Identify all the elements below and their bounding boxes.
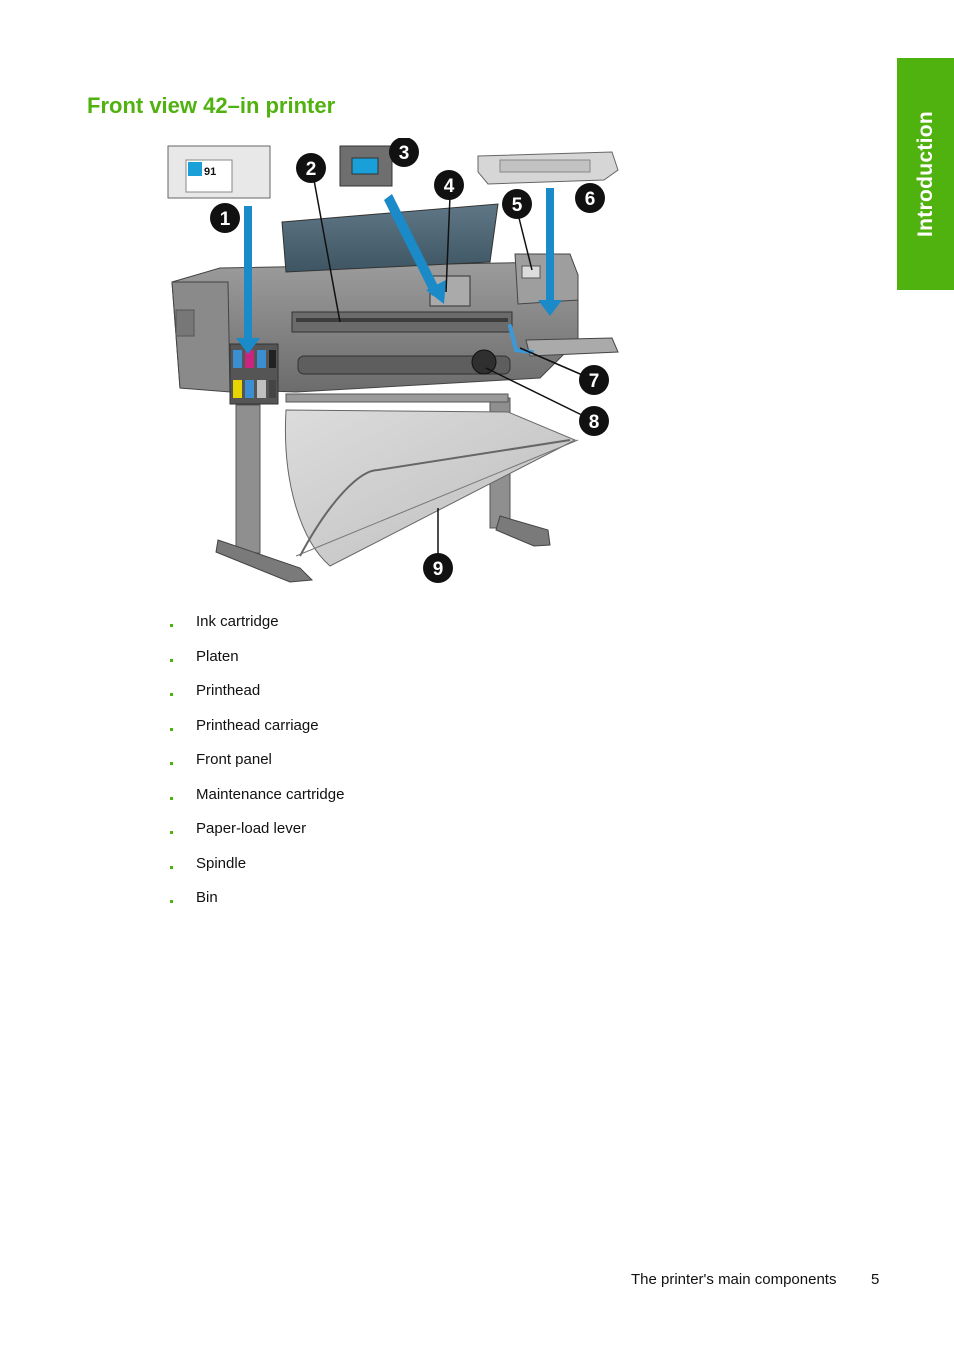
svg-text:3: 3 [399,143,410,164]
callout-5: 5 [502,189,532,219]
ink-cartridge-slots [229,343,279,405]
page-title: Front view 42–in printer [87,93,336,118]
legend-label: Platen [196,647,239,665]
bullet-icon [170,727,173,731]
bullet-icon [170,796,173,800]
callout-4: 4 [434,170,464,200]
callout-3: 3 [389,138,419,167]
legend-label: Bin [196,889,218,906]
maintenance-cartridge-illustration [477,151,619,185]
legend-label: Printhead carriage [196,716,319,734]
legend-label: Printhead [196,682,261,699]
callout-1: 1 [210,203,240,233]
bullet-icon [170,693,173,696]
section-side-tab[interactable]: Introduction [897,58,954,290]
page-number: 5 [871,1271,880,1288]
callout-7: 7 [579,365,609,395]
callout-6: 6 [575,183,605,213]
legend-label: Paper-load lever [196,820,307,837]
svg-text:5: 5 [512,195,523,216]
svg-text:4: 4 [444,176,455,197]
legend-label: Ink cartridge [196,613,279,630]
printer-front-view-illustration: 91 1 2 3 4 [167,138,619,583]
svg-text:8: 8 [589,412,600,433]
legend-label: Front panel [196,751,272,768]
paper-bin [284,409,579,567]
callout-2: 2 [296,153,326,183]
footer-section-title: The printer's main components [631,1271,837,1288]
cartridge-number: 91 [204,166,216,178]
legend-label: Spindle [196,854,247,872]
svg-text:9: 9 [433,559,444,580]
bullet-icon [170,900,173,903]
svg-text:1: 1 [220,209,231,230]
bullet-icon [170,762,173,765]
printhead-illustration [339,145,393,187]
bullet-icon [170,658,173,662]
printer-body [171,203,619,405]
bullet-icon [170,831,173,834]
bullet-icon [170,865,173,869]
callout-8: 8 [579,406,609,436]
ink-cartridge-illustration: 91 [167,145,271,199]
bullet-icon [170,624,173,627]
side-tab-label: Introduction [913,110,937,238]
svg-text:2: 2 [306,159,317,180]
svg-text:7: 7 [589,371,600,392]
legend-label: Maintenance cartridge [196,785,345,803]
callout-9: 9 [423,553,453,583]
svg-text:6: 6 [585,189,596,210]
insertion-arrows [236,188,562,354]
